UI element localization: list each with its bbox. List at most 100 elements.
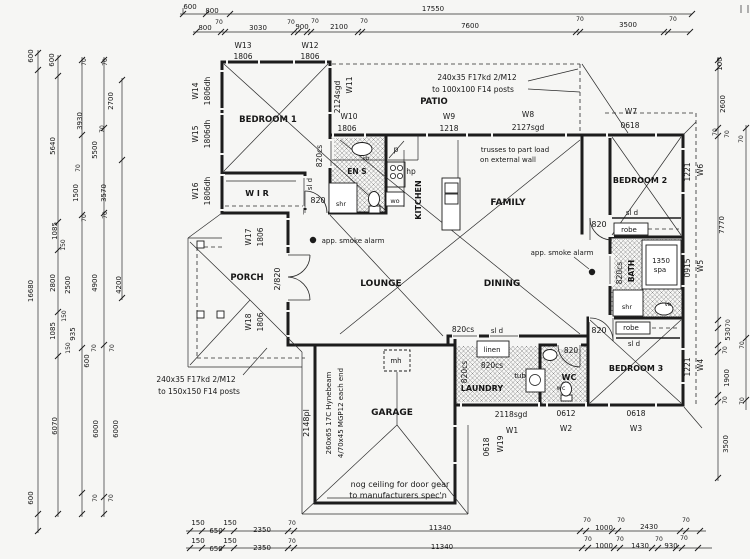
plan-label: 2350 [253, 526, 271, 534]
plan-label: W6 [696, 164, 705, 176]
plan-label: W7 [625, 107, 637, 116]
eaves-dashed-lines [196, 63, 697, 407]
plan-label: 1500 [72, 184, 80, 202]
thin-line [223, 63, 387, 212]
round-fixture [389, 164, 396, 171]
plan-label: 935 [69, 327, 77, 340]
dimension-tick [714, 132, 722, 140]
plan-label: 650 [209, 545, 222, 553]
dimension-tick [290, 544, 298, 552]
window-glazing-bar [608, 133, 655, 137]
window-glazing-bar [548, 403, 585, 407]
dimension-tick [654, 544, 662, 552]
dimension-tick [54, 218, 62, 226]
thin-line [187, 212, 223, 239]
basin-fixture [351, 142, 373, 156]
plan-label: W11 [345, 76, 354, 93]
plan-label: W15 [191, 125, 200, 142]
plan-label: app. smoke alarm [322, 237, 385, 245]
plan-label: BEDROOM 2 [613, 176, 667, 185]
window-glazing-bar [220, 115, 224, 153]
dimension-tick [672, 544, 680, 552]
plan-label: 70 [724, 130, 731, 138]
plan-label: 70 [738, 135, 745, 143]
dimension-tick [34, 510, 42, 518]
thin-line [301, 424, 398, 515]
plan-label: W19 [496, 435, 505, 452]
dimension-tick [714, 64, 722, 72]
plan-label: 70 [655, 536, 663, 543]
round-fixture [389, 172, 396, 179]
dimension-tick [284, 544, 292, 552]
wall-opening [327, 139, 334, 168]
plan-label: 70 [81, 214, 88, 222]
plan-label: 4/70x45 MGP12 each end [337, 368, 345, 458]
basin-fixture [560, 381, 572, 397]
plan-label: sl d [306, 178, 314, 190]
plan-label: 4900 [91, 274, 99, 292]
dimension-tick [616, 544, 624, 552]
basin-fixture [654, 302, 674, 316]
plan-label: 150 [191, 519, 204, 527]
fixture-box [328, 182, 358, 214]
plan-label: 70 [669, 16, 677, 23]
plan-label: GARAGE [371, 408, 413, 418]
plan-label: 1806 [233, 52, 252, 61]
plan-label: 930 [664, 542, 677, 550]
door-swing-arc [589, 217, 613, 241]
dimension-tick [100, 124, 108, 132]
dimension-tick [694, 544, 702, 552]
plan-label: 6070 [51, 417, 59, 435]
plan-label: 70 [288, 538, 296, 545]
plan-label: W5 [696, 260, 705, 272]
fixture-box [645, 244, 678, 286]
dimension-ticks [34, 10, 750, 552]
dimension-tick [118, 76, 126, 84]
smoke-alarm-dot [309, 236, 317, 244]
plan-label: 1350 [652, 257, 670, 265]
plan-label: sl d [628, 340, 640, 348]
plan-label: 6000 [112, 420, 120, 438]
dimension-tick [582, 527, 590, 535]
fixture-box [385, 191, 405, 207]
thin-line [527, 68, 579, 82]
dimension-tick [714, 56, 722, 64]
plan-label: 70 [91, 344, 98, 352]
plan-label: 3500 [619, 21, 637, 29]
dimension-tick [576, 28, 584, 36]
plan-label: 820 [564, 346, 579, 355]
plan-label: 2127sgd [512, 123, 545, 132]
window-glazing-bar [681, 255, 685, 285]
plan-label: robe [621, 226, 637, 234]
plan-label: 7600 [461, 22, 479, 30]
dimension-tick [34, 49, 42, 57]
plan-label: 1085 [49, 322, 57, 340]
dimension-tick [221, 28, 229, 36]
plan-label: 70 [109, 344, 116, 352]
plan-label: vb [665, 302, 672, 308]
plan-label: 4200 [115, 276, 123, 294]
dimension-tick [294, 28, 302, 36]
window-glazing-bar [328, 68, 332, 112]
plan-label: 17550 [422, 5, 444, 13]
thin-line [223, 63, 329, 172]
plan-label: 820 [310, 196, 325, 205]
dimension-tick [198, 544, 206, 552]
dimension-tick [682, 527, 690, 535]
plan-label: 70 [725, 319, 732, 327]
plan-label: wc [557, 384, 566, 392]
window-glazing-bar [493, 133, 565, 137]
dimension-tick [688, 10, 696, 18]
plan-label: 3500 [722, 435, 730, 453]
dimension-tick [78, 344, 86, 352]
wall-opening [557, 342, 581, 349]
round-fixture [396, 172, 403, 179]
dimension-tick [218, 527, 226, 535]
plan-label: 1806dh [203, 119, 212, 148]
plan-label: 1806dh [203, 76, 212, 105]
dimension-tick [354, 28, 362, 36]
door-swing-arc [589, 317, 614, 342]
thin-line [249, 299, 303, 353]
plan-label: 2/820 [273, 267, 282, 290]
